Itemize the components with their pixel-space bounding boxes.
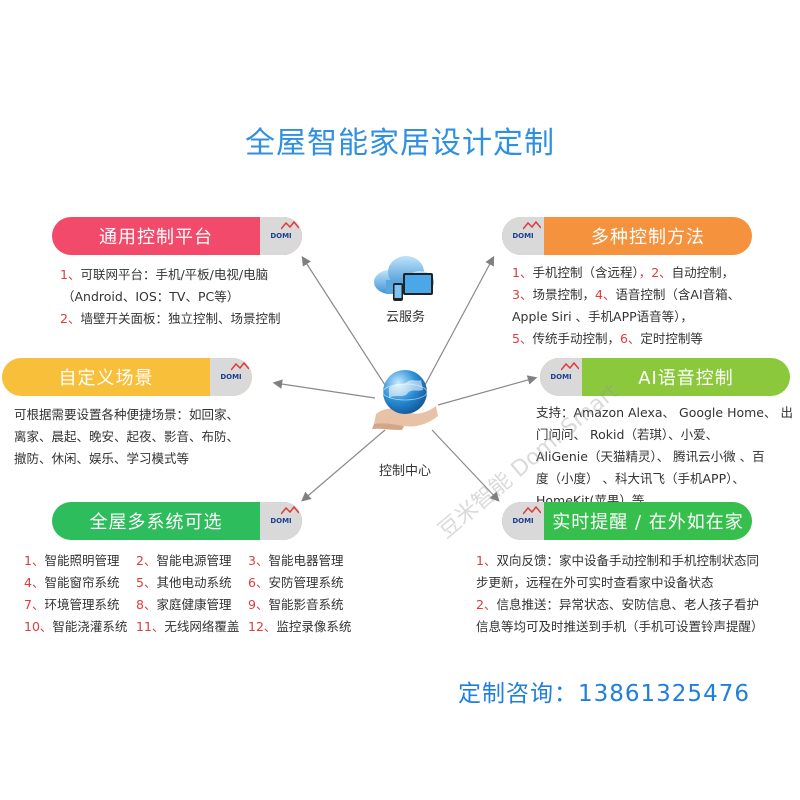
platform-line-2: （Android、IOS：TV、PC等） [62, 289, 240, 304]
scene-line-3: 撤防、休闲、娱乐、学习模式等 [14, 451, 190, 466]
alert-text: 1、双向反馈：家中设备手动控制和手机控制状态同 步更新，远程在外可实时查看家中设… [476, 550, 796, 638]
system-grid: 1、智能照明管理 2、智能电源管理 3、智能电器管理 4、智能窗帘系统 5、其他… [24, 550, 368, 638]
voice-line-1: 支持：Amazon Alexa、 Google Home、 出 [536, 405, 793, 420]
methods-line-4: 5、传统手动控制，6、定时控制等 [512, 331, 703, 346]
logo-wave-icon [561, 362, 579, 371]
system-item: 9、智能影音系统 [248, 597, 344, 612]
system-item: 11、无线网络覆盖 [136, 619, 240, 634]
methods-pill: DOMI 多种控制方法 [502, 217, 752, 255]
phone-icon [393, 283, 403, 301]
voice-text: 支持：Amazon Alexa、 Google Home、 出 门问问、 Rok… [536, 402, 798, 512]
arrow-to-voice [437, 375, 538, 406]
system-item: 12、监控录像系统 [248, 619, 352, 634]
logo-wave-icon [231, 362, 249, 371]
logo-wave-icon [281, 221, 299, 230]
hub-label: 控制中心 [379, 464, 432, 479]
logo-wave-icon [523, 506, 541, 515]
alert-line-1: 1、双向反馈：家中设备手动控制和手机控制状态同 [476, 553, 759, 568]
system-title: 全屋多系统可选 [89, 512, 223, 533]
methods-line-3: Apple Siri 、手机APP语音等）， [512, 309, 693, 324]
arrow-to-alert [431, 429, 500, 502]
logo: DOMI [540, 358, 582, 396]
system-item: 1、智能照明管理 [24, 553, 120, 568]
system-item: 8、家庭健康管理 [136, 597, 232, 612]
voice-line-2: 门问问、 Rokid（若琪）、小爱、 [536, 427, 719, 442]
logo-wave-icon [281, 506, 299, 515]
globe-icon [382, 370, 428, 414]
system-item: 3、智能电器管理 [248, 553, 344, 568]
platform-line-1: 1、可联网平台：手机/平板/电视/电脑 [60, 267, 269, 282]
system-item: 5、其他电动系统 [136, 575, 232, 590]
arrow-to-platform [301, 255, 386, 386]
voice-title: AI语音控制 [638, 368, 734, 389]
hand-icon [372, 406, 438, 430]
voice-pill: DOMI AI语音控制 [540, 358, 790, 396]
alert-line-2: 步更新，远程在外可实时查看家中设备状态 [476, 575, 714, 590]
system-item: 7、环境管理系统 [24, 597, 120, 612]
logo-wave-icon [523, 221, 541, 230]
logo: DOMI [210, 358, 252, 396]
platform-pill: 通用控制平台 DOMI [52, 217, 302, 255]
methods-line-1: 1、手机控制（含远程），2、自动控制， [512, 265, 735, 280]
alert-title: 实时提醒 / 在外如在家 [552, 512, 744, 533]
system-pill: 全屋多系统可选 DOMI [52, 502, 302, 540]
logo: DOMI [502, 502, 544, 540]
voice-line-3: AliGenie（天猫精灵）、 腾讯云小微 、百 [536, 449, 765, 464]
system-item: 6、安防管理系统 [248, 575, 344, 590]
scene-title: 自定义场景 [58, 368, 154, 389]
arrow-to-methods [424, 255, 495, 386]
system-item: 10、智能浇灌系统 [24, 619, 128, 634]
logo: DOMI [260, 217, 302, 255]
scene-pill: 自定义场景 DOMI [2, 358, 252, 396]
scene-text: 可根据需要设置各种便捷场景：如回家、 离家、晨起、晚安、起夜、影音、布防、 撤防… [14, 404, 274, 470]
scene-line-2: 离家、晨起、晚安、起夜、影音、布防、 [14, 429, 240, 444]
system-item: 2、智能电源管理 [136, 553, 232, 568]
alert-line-4: 信息等均可及时推送到手机（手机可设置铃声提醒） [476, 619, 764, 634]
logo: DOMI [502, 217, 544, 255]
scene-line-1: 可根据需要设置各种便捷场景：如回家、 [14, 407, 240, 422]
arrow-to-scene [272, 379, 376, 399]
cloud-label: 云服务 [386, 310, 426, 325]
alert-pill: DOMI 实时提醒 / 在外如在家 [502, 502, 752, 540]
methods-line-2: 3、场景控制，4、语音控制（含AI音箱、 [512, 287, 741, 302]
platform-line-3: 2、墙壁开关面板：独立控制、场景控制 [60, 311, 281, 326]
voice-line-4: 度（小度） 、科大讯飞（手机APP）、 [536, 471, 745, 486]
tablet-icon [403, 273, 433, 295]
page-title: 全屋智能家居设计定制 [245, 126, 555, 161]
system-item: 4、智能窗帘系统 [24, 575, 120, 590]
platform-title: 通用控制平台 [99, 227, 213, 248]
platform-text: 1、可联网平台：手机/平板/电视/电脑 （Android、IOS：TV、PC等）… [60, 264, 340, 330]
logo: DOMI [260, 502, 302, 540]
methods-text: 1、手机控制（含远程），2、自动控制， 3、场景控制，4、语音控制（含AI音箱、… [512, 262, 782, 350]
alert-line-3: 2、信息推送：异常状态、安防信息、老人孩子看护 [476, 597, 759, 612]
contact-line: 定制咨询：13861325476 [458, 681, 750, 707]
methods-title: 多种控制方法 [591, 227, 705, 248]
arrow-to-system [301, 429, 386, 502]
